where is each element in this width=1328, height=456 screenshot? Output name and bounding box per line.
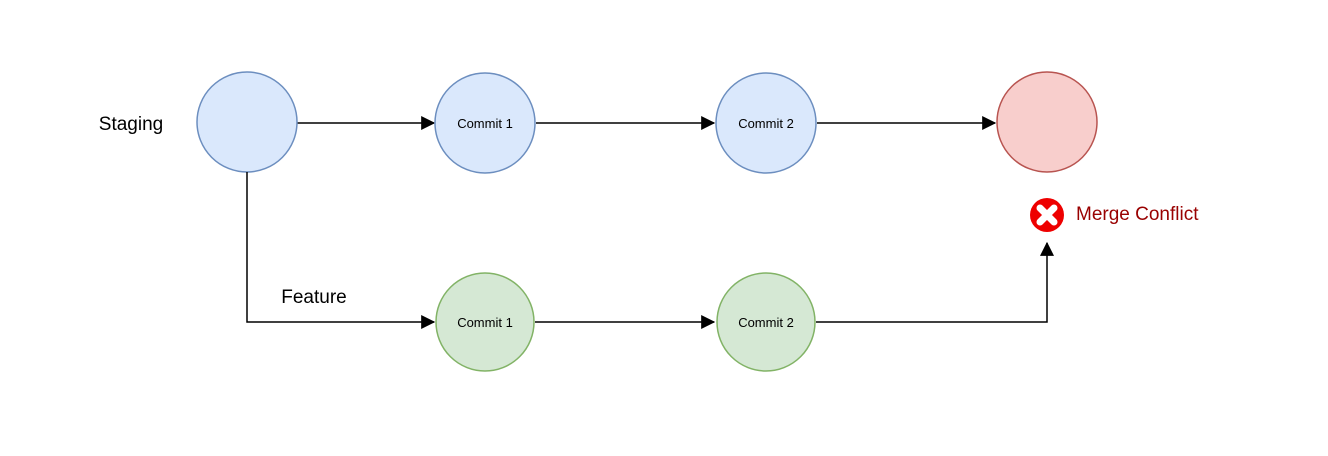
edge-feature-commit2-to-conflict <box>816 241 1054 323</box>
staging-branch: Staging Commit 1 Commit 2 <box>99 71 1098 174</box>
feature-commit1-node <box>435 272 535 372</box>
error-icon-x <box>1036 204 1058 226</box>
edge-branch-to-feature-commit1 <box>246 172 436 329</box>
staging-branch-label: Staging <box>99 114 163 135</box>
staging-commit2-node <box>715 72 817 174</box>
staging-start-node <box>196 71 298 173</box>
merge-conflict-label: Merge Conflict <box>1076 204 1199 225</box>
feature-branch: Feature Commit 1 Commit 2 <box>246 172 1054 372</box>
feature-commit1-label: Commit 1 <box>457 315 513 330</box>
feature-commit2-node <box>716 272 816 372</box>
feature-branch-label: Feature <box>281 287 346 308</box>
merge-conflict-annotation: Merge Conflict <box>1030 198 1199 232</box>
feature-commit2-label: Commit 2 <box>738 315 794 330</box>
staging-commit1-label: Commit 1 <box>457 116 513 131</box>
merge-result-node <box>996 71 1098 173</box>
staging-commit1-node <box>434 72 536 174</box>
staging-commit2-label: Commit 2 <box>738 116 794 131</box>
error-x-icon <box>1030 198 1064 232</box>
